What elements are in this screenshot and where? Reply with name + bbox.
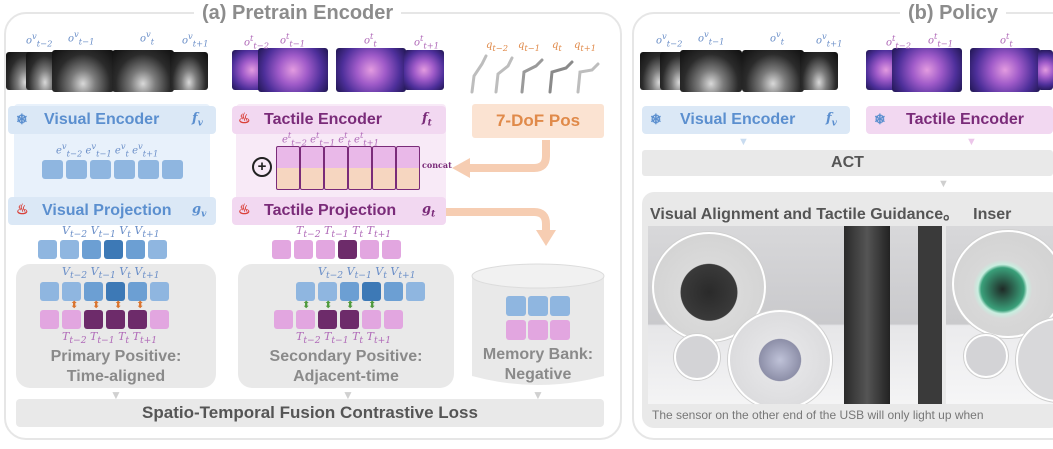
memory-bank-line2: Negative [504,366,572,383]
pos-to-tactile-arrow [452,140,550,178]
joint-label-1: qt−1 [518,40,541,53]
demo-photo-right [946,226,1053,404]
tactile-projection-box: ♨ Tactile Projection gt [232,197,446,225]
flame-icon: ♨ [16,201,29,217]
concat-plus-icon: + [252,157,272,177]
visual-obs-label-1: ovt−1 [68,29,95,47]
visual-projection-box: ♨ Visual Projection gv [8,197,216,225]
primary-positive-line1: Primary Positive: [50,348,182,365]
tactile-embedding-labels: ett−2 ett−1 ett ett+1 [282,130,379,148]
memory-bank-line1: Memory Bank: [482,346,594,363]
policy-visual-obs-label-0: ovt−2 [656,31,683,49]
primary-positive-line2: Time-aligned [66,368,166,385]
visual-embedding-labels: evt−2 evt−1 evt evt+1 [56,141,159,159]
snowflake-icon: ❄ [874,111,886,127]
visual-encoder-box: ❄ Visual Encoder fv [8,106,216,134]
tactile-obs-label-1: ott−1 [280,31,306,49]
visual-obs-label-0: ovt−2 [26,31,53,49]
visual-obs-label-3: ovt+1 [182,31,209,49]
concat-label: concat [422,160,452,170]
policy-visual-obs-label-1: ovt−1 [698,29,725,47]
tactile-obs-label-2: ott [364,31,377,49]
policy-visual-obs-label-3: ovt+1 [816,31,843,49]
policy-tactile-encoder-box: ❄ Tactile Encoder [866,106,1053,134]
secondary-positive-line1: Secondary Positive: [269,348,423,365]
demo-title: Visual Alignment and Tactile Guidance。In… [650,206,1012,223]
flame-icon: ♨ [238,201,251,217]
visual-projected-labels: Vt−2 Vt−1 Vt Vt+1 [62,224,160,241]
primary-v-labels: Vt−2 Vt−1 Vt Vt+1 [62,265,160,282]
pos-box: 7-DoF Pos [472,104,604,138]
policy-visual-encoder-box: ❄ Visual Encoder fv [642,106,850,134]
demo-caption: The sensor on the other end of the USB w… [652,408,984,422]
snowflake-icon: ❄ [650,111,662,127]
primary-t-labels: Tt−2 Tt−1 Tt Tt+1 [62,330,158,347]
robot-arm-sketches [470,54,600,94]
policy-tactile-obs-label-1: ott−1 [928,31,954,49]
contrastive-loss-bar: Spatio-Temporal Fusion Contrastive Loss [16,399,604,427]
tactile-projected-labels: Tt−2 Tt−1 Tt Tt+1 [296,224,392,241]
visual-obs-label-2: ovt [140,29,155,47]
policy-tactile-obs-label-2: ott [1000,31,1013,49]
panel-b-title: (b) Policy [900,2,1007,25]
policy-visual-obs-label-2: ovt [770,29,785,47]
panel-a-title: (a) Pretrain Encoder [194,2,402,25]
demo-photo-left [648,226,942,404]
projection-to-memory-arrow [446,208,556,246]
act-box: ACT [642,150,1053,176]
secondary-v-labels: Vt−2 Vt−1 Vt Vt+1 [318,265,416,282]
act-down-arrow: ▼ [938,178,949,190]
flame-icon: ♨ [238,110,251,126]
secondary-t-labels: Tt−2 Tt−1 Tt Tt+1 [296,330,392,347]
secondary-positive-line2: Adjacent-time [293,368,399,385]
policy-tactile-obs-label-0: ott−2 [886,33,912,51]
tactile-obs-label-0: ott−2 [244,33,270,51]
snowflake-icon: ❄ [16,111,28,127]
joint-label-2: qt [552,40,562,53]
tactile-encoder-box: ♨ Tactile Encoder ft [232,106,446,134]
tactile-obs-label-3: ott+1 [414,33,440,51]
joint-label-3: qt+1 [574,40,597,53]
joint-label-0: qt−2 [486,40,509,53]
